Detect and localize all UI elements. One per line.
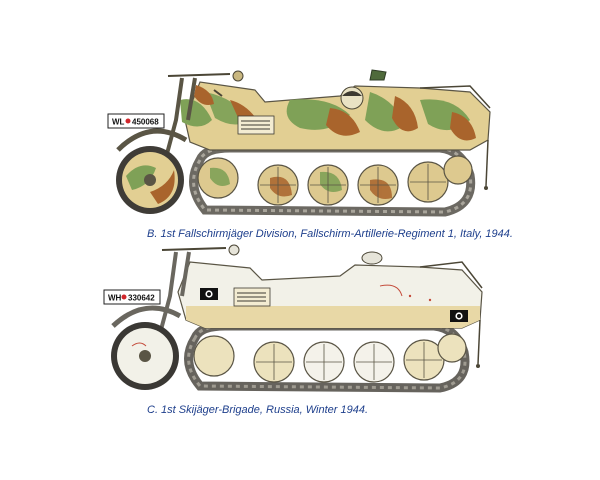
license-plate-b: WL 450068 <box>107 113 165 129</box>
road-wheels-c <box>193 333 467 383</box>
plate-number-b: 450068 <box>132 118 159 127</box>
national-marking-front-c <box>200 288 218 300</box>
plate-prefix-c: WH <box>108 294 122 303</box>
kettenkrad-profile-b: WL 450068 <box>107 69 491 217</box>
license-plate-c: WH 330642 <box>103 289 161 305</box>
kettenkrad-profile-c: WH 330642 <box>103 244 483 393</box>
plate-prefix-b: WL <box>112 118 125 127</box>
national-marking-rear-c <box>450 310 468 322</box>
plate-number-c: 330642 <box>128 294 155 303</box>
crew-helmet-b <box>340 86 364 110</box>
caption-profile-b: B. 1st Fallschirmjäger Division, Fallsch… <box>147 228 513 240</box>
caption-profile-c: C. 1st Skijäger-Brigade, Russia, Winter … <box>147 404 369 416</box>
